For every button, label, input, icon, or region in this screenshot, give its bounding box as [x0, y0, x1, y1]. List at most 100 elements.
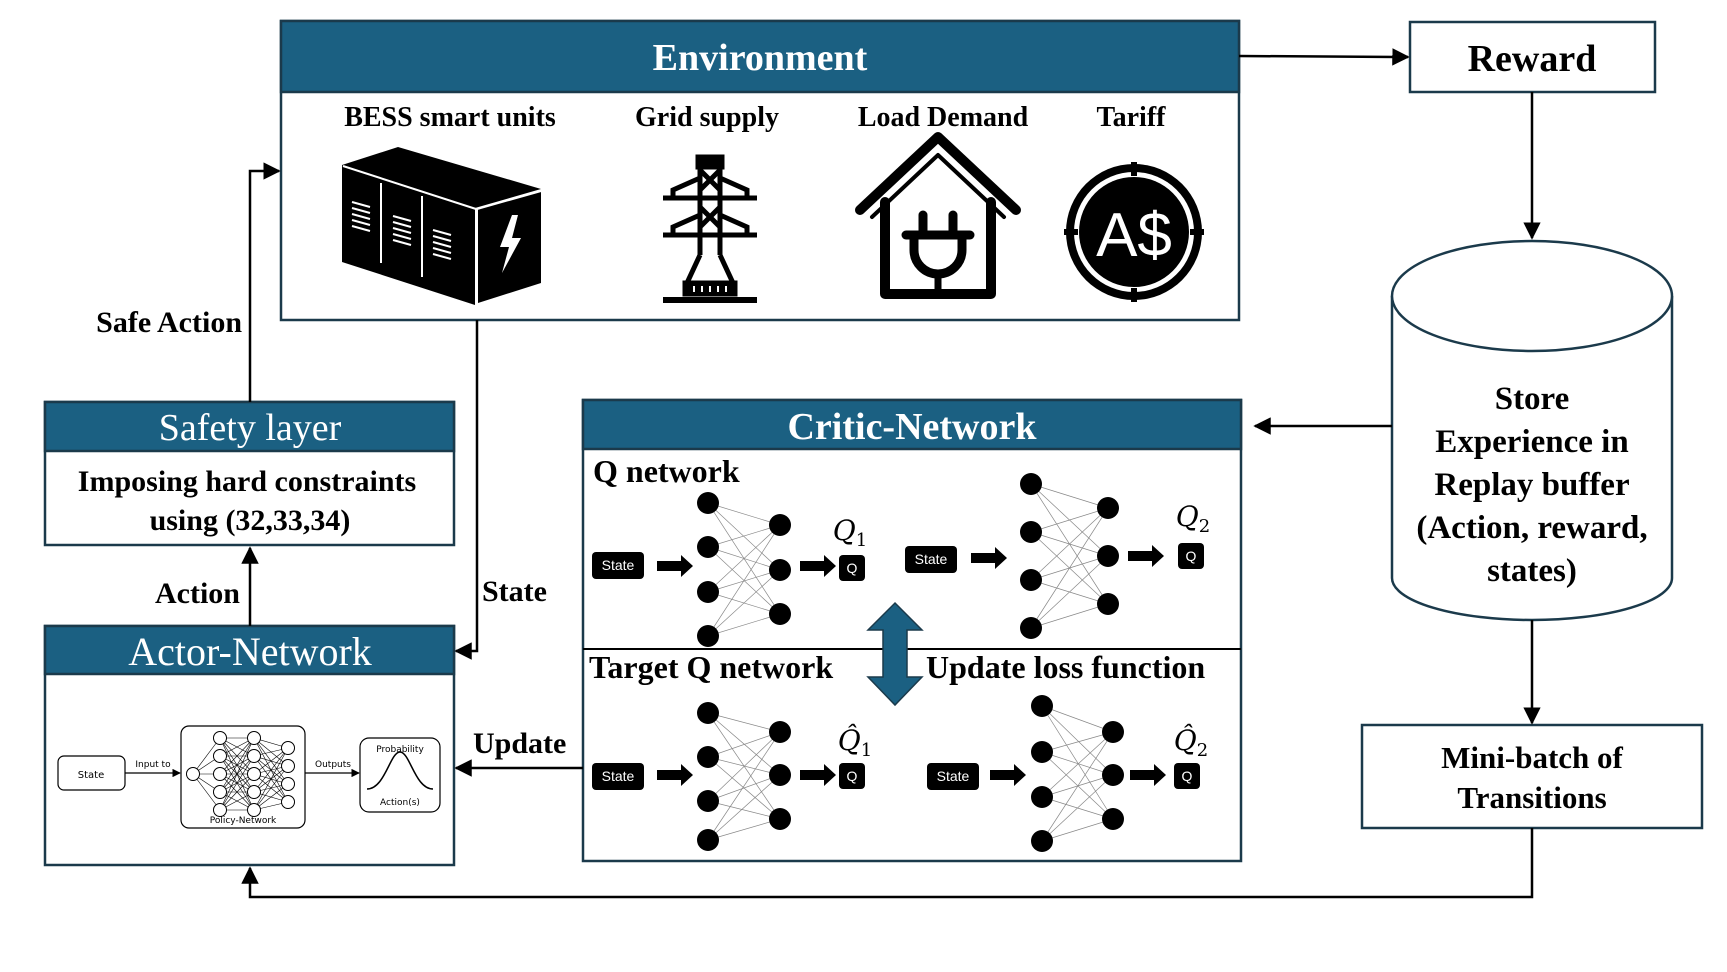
action-label: Action	[155, 577, 240, 610]
thick-arrow-icon	[800, 764, 836, 786]
env-item-load-label: Load Demand	[858, 102, 1029, 133]
q-edge	[1030, 507, 1109, 581]
q-edge	[707, 800, 781, 820]
critic-state-box	[592, 552, 644, 579]
q-edge	[1041, 751, 1114, 820]
q-node	[697, 790, 719, 812]
target-q-network-label: Target Q network	[589, 649, 833, 685]
q-edge	[1041, 705, 1114, 820]
q-output-label: Q	[847, 560, 858, 576]
thick-arrow-icon	[800, 555, 836, 577]
q-output-label: Q	[1186, 548, 1197, 564]
probability-curve	[366, 751, 434, 790]
q-edge	[707, 731, 781, 841]
q-node	[769, 721, 791, 743]
actor-network-box: Actor-Network State Input to Policy-Netw…	[43, 624, 456, 867]
q-output-box	[1178, 543, 1204, 569]
q-node	[1020, 473, 1042, 495]
battery-container-icon	[342, 147, 542, 305]
safety-layer-title: Safety layer	[159, 407, 342, 449]
policy-edge	[253, 747, 289, 775]
q-output-box	[1174, 763, 1200, 789]
q-edge	[707, 569, 781, 637]
probability-label: Probability	[376, 745, 424, 755]
house-plug-icon	[855, 132, 1021, 299]
q-node	[1031, 786, 1053, 808]
minibatch-box: Mini-batch of Transitions	[1360, 723, 1704, 830]
actor-network-header	[43, 624, 456, 676]
environment-title: Environment	[653, 37, 868, 79]
q-edge	[1041, 731, 1114, 798]
q-node	[1102, 808, 1124, 830]
policy-node	[213, 785, 227, 799]
q-node	[1102, 764, 1124, 786]
q-edge	[1041, 818, 1114, 842]
edge-minibatch-to-actor	[241, 828, 1534, 899]
replay-line-1: Store	[1495, 381, 1570, 417]
q-node	[769, 559, 791, 581]
q-node	[1097, 545, 1119, 567]
q-edge	[707, 712, 781, 733]
q-edge	[1041, 731, 1114, 753]
q-edge	[707, 731, 781, 758]
minibatch-line-2: Transitions	[1457, 780, 1606, 815]
policy-network-box	[180, 725, 306, 829]
connectors	[241, 48, 1541, 899]
policy-edge	[253, 747, 289, 793]
q-node	[1102, 721, 1124, 743]
actor-state-label: State	[78, 770, 104, 781]
policy-node	[281, 777, 295, 791]
thick-arrow-icon	[1130, 764, 1166, 786]
q-node	[697, 746, 719, 768]
actor-network-title: Actor-Network	[128, 629, 372, 674]
q-network-label: Q network	[593, 453, 740, 489]
critic-network-title: Critic-Network	[787, 406, 1037, 448]
replay-line-4: (Action, reward,	[1416, 510, 1647, 546]
thick-arrow-icon	[657, 555, 693, 577]
env-item-bess-label: BESS smart units	[344, 102, 556, 133]
policy-edge	[219, 773, 255, 811]
critic-state-box	[905, 546, 957, 573]
critic-network-header	[581, 398, 1243, 451]
replay-line-5: states)	[1487, 553, 1577, 589]
policy-network-label: Policy-Network	[210, 816, 277, 826]
state-edge-label: State	[482, 575, 547, 608]
q-edge	[707, 524, 781, 637]
env-item-tariff-label: Tariff	[1097, 102, 1167, 133]
policy-node	[213, 731, 227, 745]
policy-edge	[219, 755, 255, 811]
double-arrow-icon[interactable]	[866, 601, 924, 707]
q-edge	[707, 524, 781, 593]
q-node	[1020, 617, 1042, 639]
q-node	[1020, 521, 1042, 543]
policy-node	[247, 731, 261, 745]
policy-node	[213, 767, 227, 781]
critic-state-box	[592, 763, 644, 790]
critic-network-box: Critic-Network Q network Target Q networ…	[581, 398, 1243, 863]
environment-header	[279, 19, 1241, 94]
q-node	[769, 514, 791, 536]
q-output-label: Q	[847, 768, 858, 784]
q-edge	[1030, 507, 1109, 533]
actor-outputs-label: Outputs	[315, 760, 351, 770]
safe-action-label: Safe Action	[96, 306, 242, 339]
q-edge	[1041, 774, 1114, 842]
edge-safety-to-env	[248, 162, 281, 402]
thick-arrow-icon	[1128, 545, 1164, 567]
safety-layer-header	[43, 400, 456, 453]
q-edge	[707, 613, 781, 637]
q-node	[1031, 830, 1053, 852]
minibatch-line-1: Mini-batch of	[1441, 740, 1623, 775]
q-node	[1031, 695, 1053, 717]
policy-node	[213, 749, 227, 763]
replay-line-3: Replay buffer	[1434, 467, 1629, 503]
policy-node	[281, 795, 295, 809]
replay-line-2: Experience in	[1435, 424, 1628, 460]
q-edge	[1041, 705, 1114, 733]
q-edge	[707, 774, 781, 802]
